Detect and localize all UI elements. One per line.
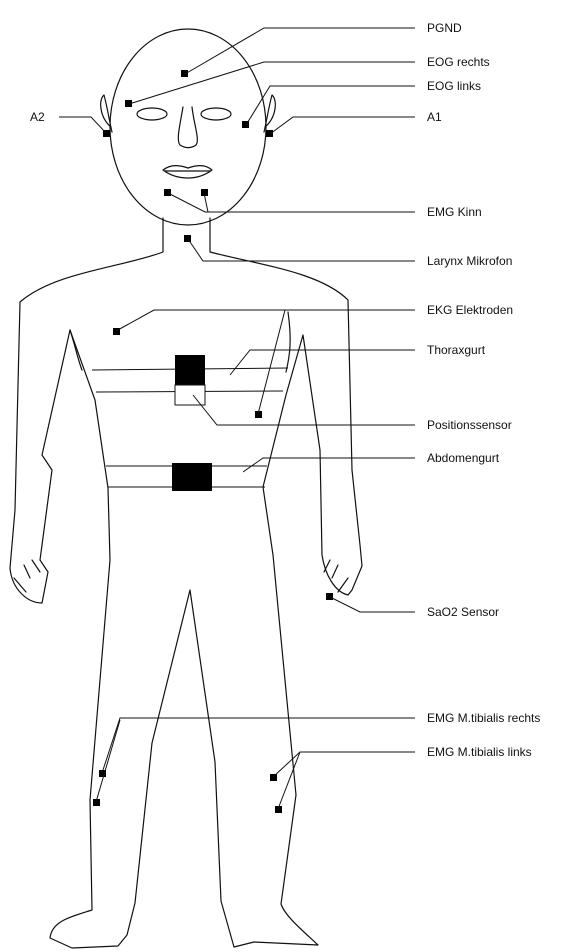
leader-lines xyxy=(59,28,415,809)
body-outline xyxy=(10,218,362,948)
leader-a1 xyxy=(270,117,415,134)
label-eog-links: EOG links xyxy=(427,79,481,93)
label-ekg-elektroden: EKG Elektroden xyxy=(427,303,513,317)
label-sao2-sensor: SaO2 Sensor xyxy=(427,605,499,619)
leader-sao2 xyxy=(330,597,415,612)
leader-pgnd xyxy=(185,28,415,74)
thorax-belt-sensor xyxy=(175,355,205,385)
electrode-larynx xyxy=(184,235,191,242)
label-a2: A2 xyxy=(30,110,45,124)
electrode-sao2 xyxy=(326,593,333,600)
leader-a2 xyxy=(59,117,106,133)
electrode-a1 xyxy=(266,130,273,137)
label-positionssensor: Positionssensor xyxy=(427,418,512,432)
chest-fold-right xyxy=(70,330,82,370)
label-emg-kinn: EMG Kinn xyxy=(427,205,482,219)
leader-tibialis-links-2 xyxy=(278,752,300,809)
nose xyxy=(178,107,197,148)
label-a1: A1 xyxy=(427,110,442,124)
electrode-tibialis-links-1 xyxy=(270,774,277,781)
label-larynx-mikrofon: Larynx Mikrofon xyxy=(427,254,512,268)
leader-tibialis-rechts xyxy=(102,718,415,773)
leader-eog-rechts xyxy=(129,62,415,104)
leader-tibialis-rechts-2 xyxy=(96,720,120,802)
electrode-pgnd xyxy=(181,70,188,77)
right-hand-detail xyxy=(14,560,40,592)
electrode-emg-kinn-1 xyxy=(164,189,171,196)
electrodes xyxy=(93,70,333,813)
label-emg-tibialis-rechts: EMG M.tibialis rechts xyxy=(427,711,540,725)
label-pgnd: PGND xyxy=(427,21,462,35)
label-abdomengurt: Abdomengurt xyxy=(427,451,500,465)
abdomen-belt xyxy=(106,463,267,491)
leader-ekg-2 xyxy=(258,310,285,414)
label-thoraxgurt: Thoraxgurt xyxy=(427,343,486,357)
chest-fold-left xyxy=(286,312,290,372)
leader-positionssensor xyxy=(193,395,415,425)
leader-ekg xyxy=(116,310,415,331)
abdomen-belt-sensor xyxy=(172,463,212,491)
label-emg-tibialis-links: EMG M.tibialis links xyxy=(427,745,532,759)
thorax-belt xyxy=(92,355,288,405)
leader-larynx xyxy=(188,239,415,261)
left-eye xyxy=(201,108,231,120)
label-eog-rechts: EOG rechts xyxy=(427,55,490,69)
mouth xyxy=(163,166,212,178)
leader-thoraxgurt xyxy=(230,350,415,375)
position-sensor-box xyxy=(175,385,205,405)
right-eye xyxy=(137,108,167,120)
